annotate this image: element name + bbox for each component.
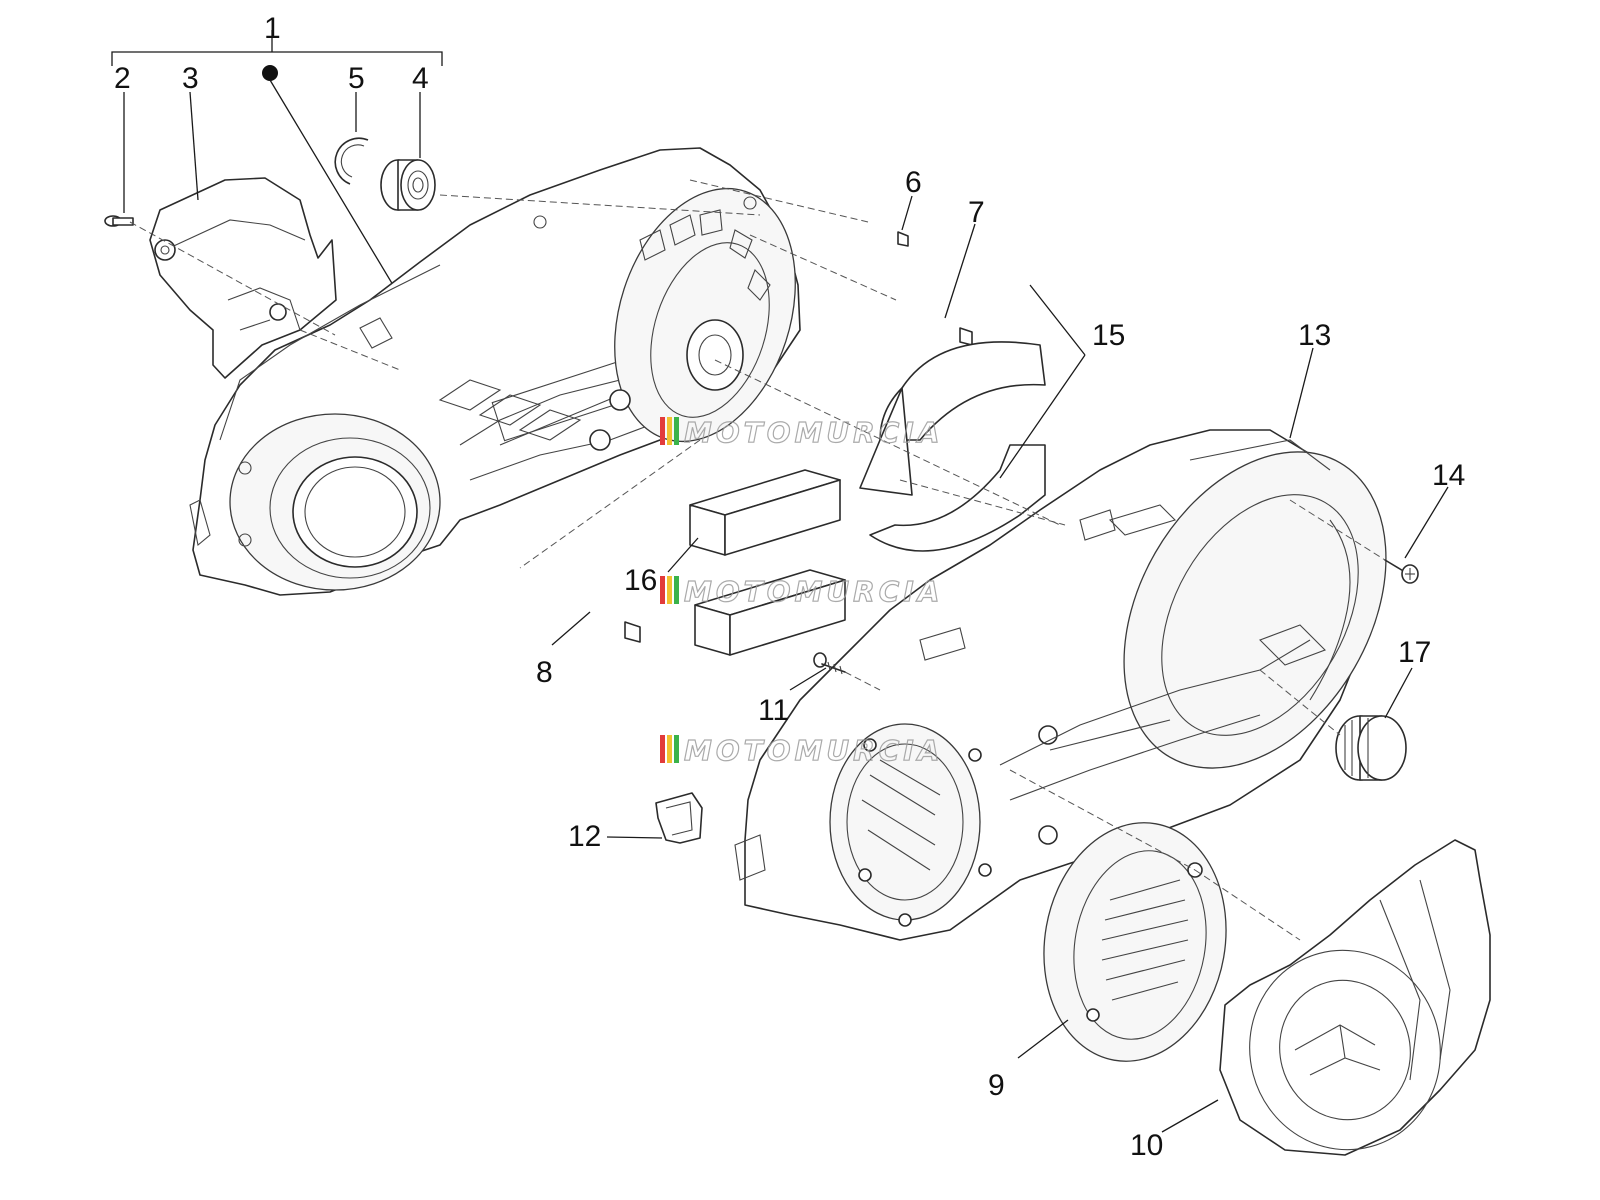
part-6-bolt xyxy=(866,195,913,247)
callout-4: 4 xyxy=(412,62,429,95)
callout-7: 7 xyxy=(968,196,985,229)
part-17-cap xyxy=(1335,667,1413,781)
callout-1: 1 xyxy=(264,12,281,45)
part-14-screw xyxy=(1384,486,1449,584)
assembly-lines xyxy=(129,179,1386,941)
callout-11: 11 xyxy=(758,694,789,727)
callout-13: 13 xyxy=(1298,319,1331,352)
watermark-2: MOTOMURCIA xyxy=(660,574,943,609)
callout-10: 10 xyxy=(1130,1129,1163,1162)
part-5-circlip xyxy=(334,92,369,185)
callout-8: 8 xyxy=(536,656,553,689)
callout-14: 14 xyxy=(1432,459,1465,492)
part-3-guard-cover xyxy=(149,91,337,379)
part-2-screw xyxy=(104,92,134,227)
callout-3: 3 xyxy=(182,62,199,95)
watermark-1: MOTOMURCIA xyxy=(660,415,943,450)
part-10-outer-cover xyxy=(1161,839,1491,1156)
assembly-marker-dot xyxy=(262,65,278,81)
svg-text:MOTOMURCIA: MOTOMURCIA xyxy=(684,575,943,608)
part-7-bolt xyxy=(893,223,976,346)
callout-9: 9 xyxy=(988,1069,1005,1102)
part-1-crankcase-cover xyxy=(189,147,801,596)
part-12-clip xyxy=(606,792,703,844)
callout-17: 17 xyxy=(1398,636,1431,669)
part-8-bolt xyxy=(535,579,641,646)
callout-2: 2 xyxy=(114,62,131,95)
svg-text:MOTOMURCIA: MOTOMURCIA xyxy=(684,734,943,767)
svg-text:MOTOMURCIA: MOTOMURCIA xyxy=(684,416,943,449)
part-11-screw xyxy=(789,652,846,691)
callout-16: 16 xyxy=(624,564,657,597)
part-4-bearing xyxy=(380,92,436,211)
callout-5: 5 xyxy=(348,62,365,95)
callout-15: 15 xyxy=(1092,319,1125,352)
callout-6: 6 xyxy=(905,166,922,199)
callout-labels: 1 2 3 5 4 6 7 15 13 14 16 17 8 11 12 9 1… xyxy=(114,12,1465,1162)
assembly-bracket-1 xyxy=(111,30,443,301)
part-9-fan-cover xyxy=(1017,822,1227,1062)
part-13-transmission-cover xyxy=(734,347,1387,941)
callout-12: 12 xyxy=(568,820,601,853)
part-16-pads xyxy=(667,469,846,656)
watermark-3: MOTOMURCIA xyxy=(660,733,943,768)
